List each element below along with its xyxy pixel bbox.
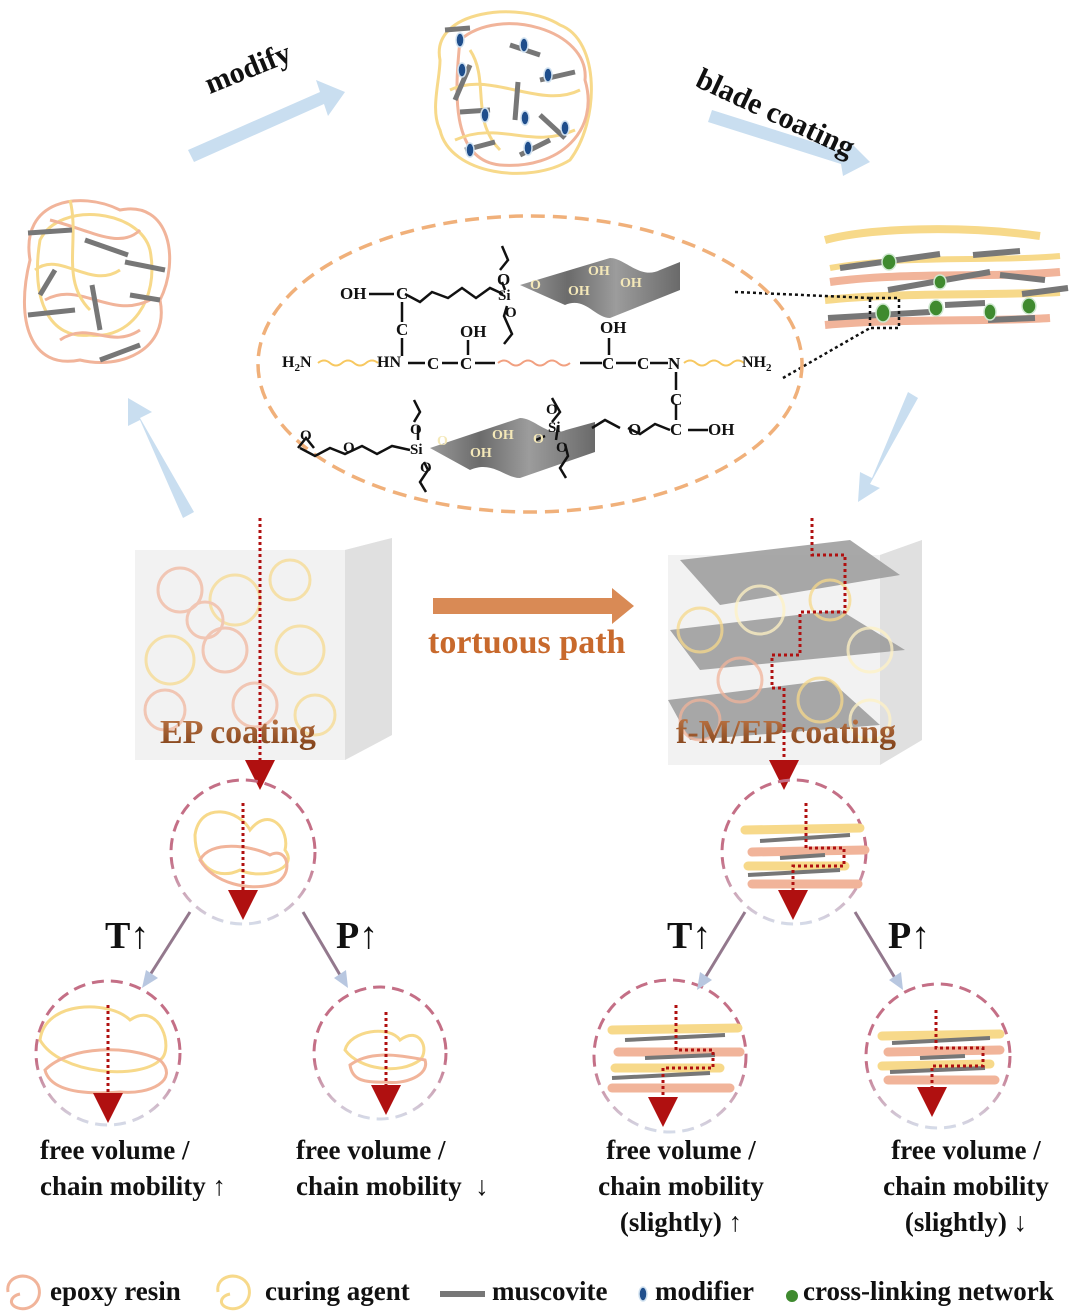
legend-muscovite: muscovite xyxy=(492,1276,608,1306)
arrow-up-icon: ↑ xyxy=(130,915,150,957)
tortuous-path-label: tortuous path xyxy=(428,624,626,661)
arrow-up-icon: ↑ xyxy=(212,1171,227,1201)
process-arrow-modify xyxy=(188,80,345,162)
outcome-line2: chain mobility xyxy=(598,1171,764,1201)
outcome-line1: free volume / xyxy=(296,1135,446,1165)
chem-oh-sheet-1: OH xyxy=(588,264,610,279)
outcome-line2: chain mobility xyxy=(883,1171,1049,1201)
chem-c-8: C xyxy=(670,420,683,439)
outcome-line2: chain mobility xyxy=(40,1171,206,1201)
chem-c-3: C xyxy=(427,354,440,373)
chem-oh-1: OH xyxy=(340,284,367,303)
outcome-line2: chain mobility xyxy=(296,1171,462,1201)
chem-oh-sheet-4: OH xyxy=(492,428,514,443)
ep-pressure-outcome: free volume / chain mobility ↓ xyxy=(296,1132,489,1204)
chem-si-2: Si xyxy=(548,420,561,436)
fm-pressure-label: P↑ xyxy=(888,915,931,957)
chem-o-epoxide: O xyxy=(300,428,312,444)
curing-agent-icon xyxy=(216,1274,251,1311)
chem-hn: HN xyxy=(377,354,401,371)
arrow-down-icon: ↓ xyxy=(475,1171,489,1201)
fm-detail-circles xyxy=(592,778,1012,1134)
arrow-up-icon: ↑ xyxy=(692,915,712,957)
chem-o-sheet-3: O xyxy=(437,434,448,449)
outcome-line3: (slightly) xyxy=(619,1207,722,1237)
condition-arrows xyxy=(142,911,903,990)
chem-n: N xyxy=(668,354,681,373)
chem-oh-3: OH xyxy=(600,318,627,337)
epoxy-resin-icon xyxy=(6,1274,41,1311)
chem-c-6: C xyxy=(637,354,650,373)
arrow-up-icon: ↑ xyxy=(911,915,931,957)
chem-oh-sheet-2: OH xyxy=(568,284,590,299)
chem-h2n: H2N xyxy=(282,354,312,375)
raw-epoxy-muscovite-blob xyxy=(22,199,172,364)
chem-o-sheet-1: O xyxy=(530,278,541,293)
muscovite-sheet xyxy=(430,258,680,478)
legend-epoxy-resin: epoxy resin xyxy=(50,1276,181,1306)
fm-ep-coating-cube xyxy=(668,540,922,765)
aligned-coating-layers xyxy=(823,225,1069,330)
outcome-line3: (slightly) xyxy=(904,1207,1007,1237)
chem-o-3b: O xyxy=(420,460,432,476)
chem-o-3a: O xyxy=(410,422,422,438)
legend-modifier: modifier xyxy=(655,1276,754,1306)
chem-si-3: Si xyxy=(410,442,423,458)
arrow-up-icon: ↑ xyxy=(728,1207,743,1237)
outcome-line1: free volume / xyxy=(606,1135,756,1165)
chem-si-1: Si xyxy=(498,288,511,304)
process-arrow-up xyxy=(128,398,194,518)
chem-oh-2: OH xyxy=(460,322,487,341)
arrow-up-icon: ↑ xyxy=(359,915,379,957)
ep-coating-cube xyxy=(135,538,392,760)
chem-o-1b: O xyxy=(505,305,517,321)
chem-o-sheet-2: O xyxy=(533,432,544,447)
ep-coating-label: EP coating xyxy=(160,714,316,751)
fm-temperature-outcome: free volume / chain mobility (slightly) … xyxy=(591,1132,771,1240)
tortuous-path-arrow xyxy=(433,588,634,624)
muscovite-icon xyxy=(440,1291,485,1297)
fm-pressure-outcome: free volume / chain mobility (slightly) … xyxy=(876,1132,1056,1240)
fm-temperature-label: T↑ xyxy=(667,915,712,957)
diffusion-path-fm xyxy=(769,518,847,790)
modified-blob xyxy=(434,10,593,175)
zoom-dotted-lines xyxy=(734,290,871,380)
legend-curing-agent: curing agent xyxy=(265,1276,410,1306)
chem-c-1: C xyxy=(396,284,409,303)
fm-ep-coating-label: f-M/EP coating xyxy=(676,714,897,751)
modifier-icon xyxy=(638,1286,648,1302)
outcome-line1: free volume / xyxy=(40,1135,190,1165)
chem-o-2b: O xyxy=(556,440,568,456)
ep-temperature-outcome: free volume / chain mobility ↑ xyxy=(40,1132,226,1204)
ep-pressure-label: P↑ xyxy=(336,915,379,957)
chem-c-7: C xyxy=(670,390,683,409)
legend-cross-linking-network: cross-linking network xyxy=(803,1276,1054,1306)
chem-c-2: C xyxy=(396,320,409,339)
chem-o-r: O xyxy=(628,420,642,439)
chemical-bonds xyxy=(297,245,708,493)
chem-oh-4: OH xyxy=(708,420,735,439)
chem-o-2a: O xyxy=(546,402,558,418)
process-arrow-down xyxy=(858,392,918,502)
chem-o-top: O xyxy=(497,270,511,289)
chem-nh2: NH2 xyxy=(742,354,772,375)
chem-o-l: O xyxy=(343,440,355,456)
chem-oh-sheet-3: OH xyxy=(620,276,642,291)
process-arrow-blade xyxy=(708,110,870,176)
chem-oh-sheet-5: OH xyxy=(470,446,492,461)
chem-c-5: C xyxy=(602,354,615,373)
curing-agent-chain xyxy=(317,359,379,367)
ep-detail-circles xyxy=(34,778,448,1127)
ep-temperature-label: T↑ xyxy=(105,915,150,957)
curing-agent-chain-right xyxy=(683,359,745,367)
chem-c-4: C xyxy=(460,354,473,373)
chemistry-ellipse xyxy=(256,214,804,514)
outcome-line1: free volume / xyxy=(891,1135,1041,1165)
crosslink-icon xyxy=(786,1290,798,1302)
arrow-down-icon: ↓ xyxy=(1013,1207,1028,1237)
epoxy-chain xyxy=(497,359,571,367)
